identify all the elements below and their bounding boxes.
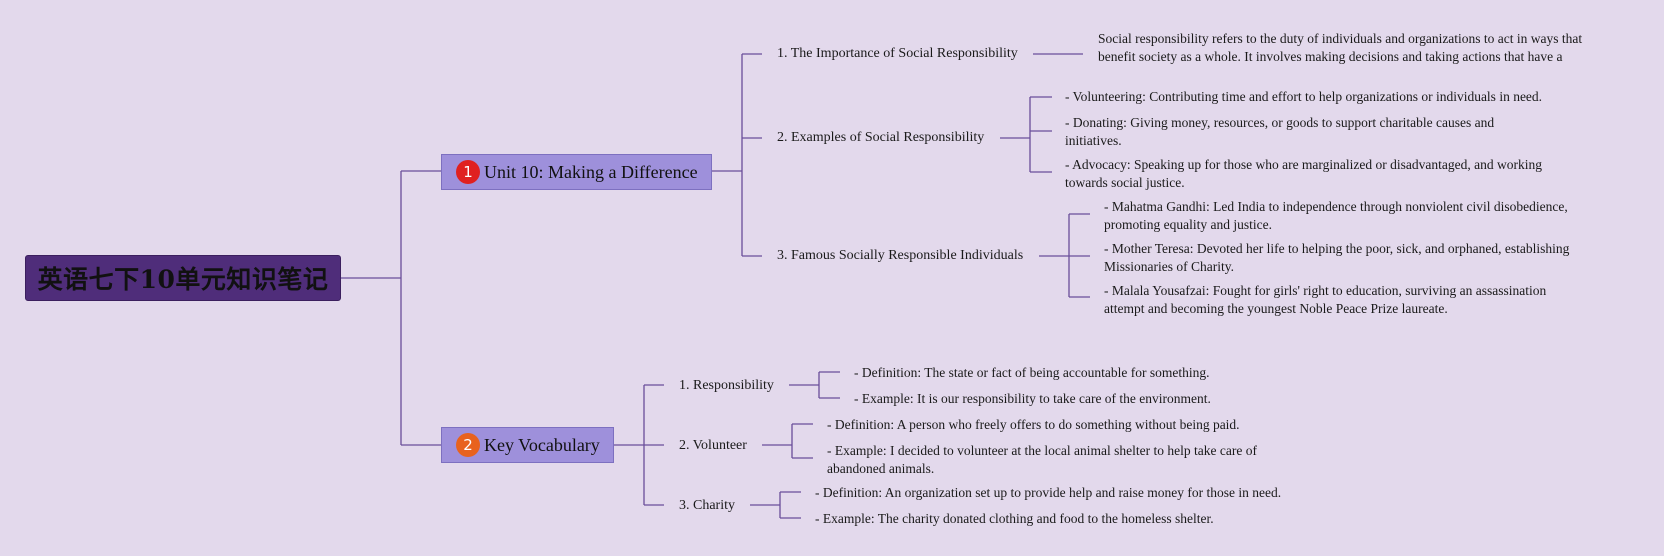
detail-social-responsibility-definition[interactable]: Social responsibility refers to the duty… bbox=[1098, 31, 1583, 68]
subtopic-famous-individuals[interactable]: 3. Famous Socially Responsible Individua… bbox=[777, 248, 1024, 263]
topic-node-key-vocabulary[interactable]: 2 Key Vocabulary bbox=[441, 427, 614, 463]
priority-1-badge-icon: 1 bbox=[456, 160, 480, 184]
detail-responsibility-example[interactable]: - Example: It is our responsibility to t… bbox=[854, 391, 1211, 406]
detail-advocacy[interactable]: - Advocacy: Speaking up for those who ar… bbox=[1065, 157, 1542, 190]
detail-mother-teresa[interactable]: - Mother Teresa: Devoted her life to hel… bbox=[1104, 241, 1570, 274]
topic-node-unit-10[interactable]: 1 Unit 10: Making a Difference bbox=[441, 154, 712, 190]
detail-volunteer-definition[interactable]: - Definition: A person who freely offers… bbox=[827, 417, 1240, 432]
subtopic-responsibility[interactable]: 1. Responsibility bbox=[679, 378, 774, 393]
detail-charity-example[interactable]: - Example: The charity donated clothing … bbox=[815, 511, 1214, 526]
topic-label: Unit 10: Making a Difference bbox=[484, 161, 698, 182]
detail-charity-definition[interactable]: - Definition: An organization set up to … bbox=[815, 485, 1282, 500]
root-node[interactable]: 英语七下10单元知识笔记 bbox=[25, 255, 341, 301]
subtopic-examples[interactable]: 2. Examples of Social Responsibility bbox=[777, 130, 985, 145]
subtopic-volunteer[interactable]: 2. Volunteer bbox=[679, 438, 747, 453]
detail-mahatma-gandhi[interactable]: - Mahatma Gandhi: Led India to independe… bbox=[1104, 199, 1568, 232]
detail-donating[interactable]: - Donating: Giving money, resources, or … bbox=[1065, 115, 1495, 148]
subtopic-importance[interactable]: 1. The Importance of Social Responsibili… bbox=[777, 46, 1018, 61]
topic-label: Key Vocabulary bbox=[484, 434, 600, 455]
detail-volunteering[interactable]: - Volunteering: Contributing time and ef… bbox=[1065, 89, 1543, 104]
priority-2-badge-icon: 2 bbox=[456, 433, 480, 457]
detail-volunteer-example[interactable]: - Example: I decided to volunteer at the… bbox=[827, 443, 1257, 476]
detail-responsibility-definition[interactable]: - Definition: The state or fact of being… bbox=[854, 365, 1210, 380]
detail-malala-yousafzai[interactable]: - Malala Yousafzai: Fought for girls' ri… bbox=[1104, 283, 1547, 316]
subtopic-charity[interactable]: 3. Charity bbox=[679, 498, 735, 513]
